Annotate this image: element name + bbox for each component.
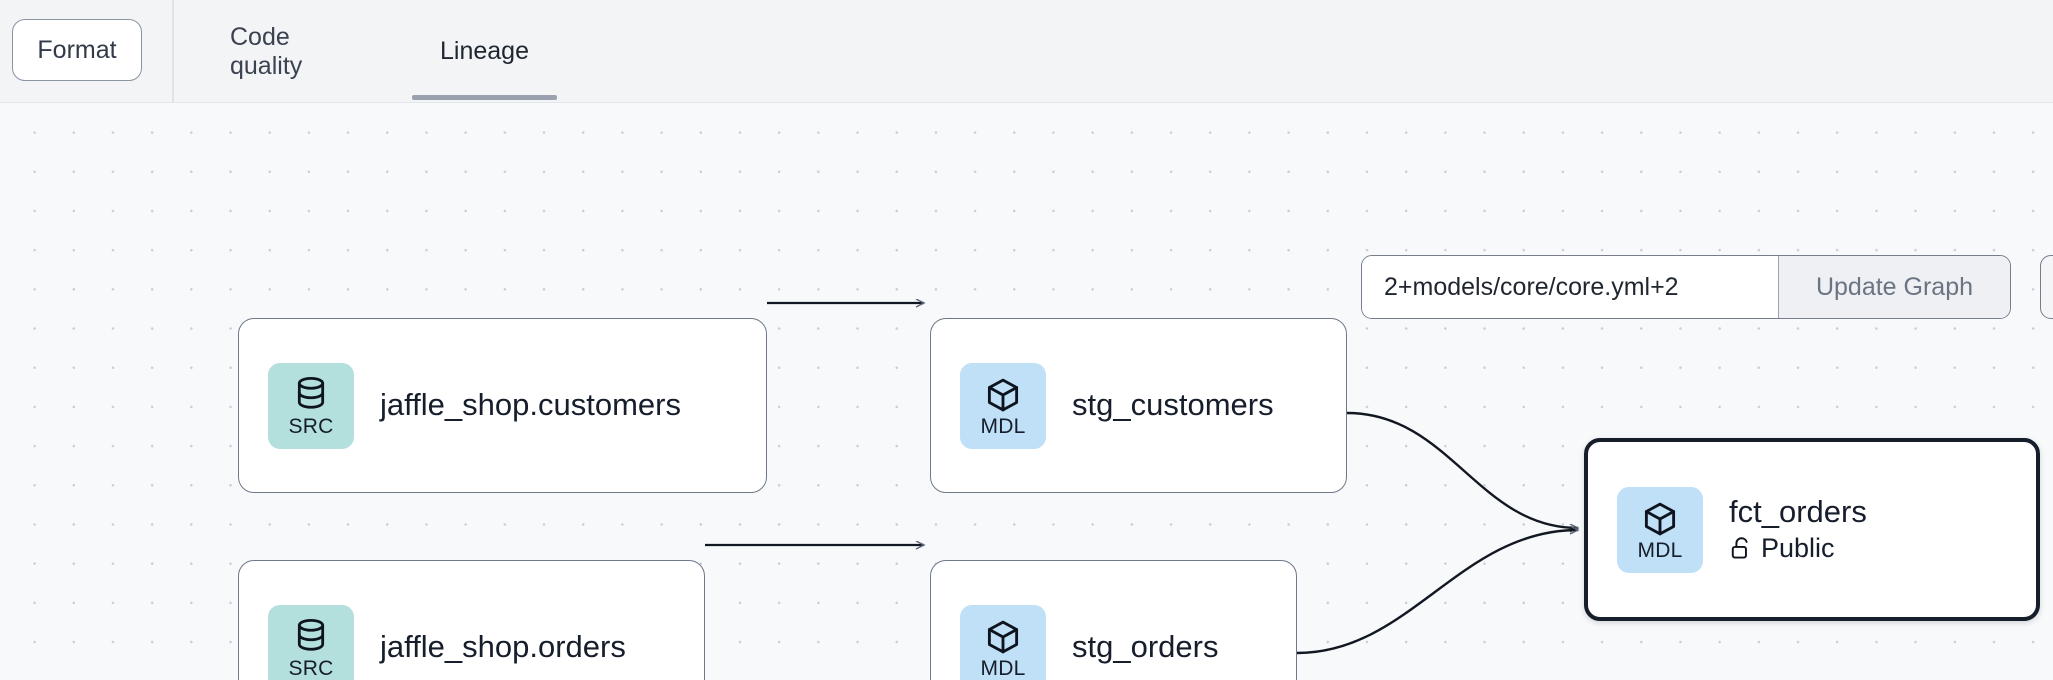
node-text: jaffle_shop.orders — [380, 629, 626, 665]
node-badge-mdl: MDL — [1617, 486, 1703, 573]
edge-stg-orders-to-fct-orders — [1296, 530, 1578, 655]
toolbar: Format Code quality Lineage — [0, 0, 2053, 103]
tab-underline — [412, 95, 557, 100]
update-graph-button[interactable]: Update Graph — [1778, 256, 2010, 318]
offscreen-panel[interactable] — [2040, 255, 2053, 319]
node-title: stg_customers — [1072, 387, 1274, 423]
node-visibility-label: Public — [1761, 532, 1835, 563]
node-badge-mdl: MDL — [960, 362, 1046, 449]
lineage-canvas[interactable]: SRC jaffle_shop.customers SRC jaffle_sh — [0, 103, 2053, 680]
node-visibility: Public — [1729, 533, 1867, 564]
database-icon — [293, 616, 329, 656]
cube-icon — [984, 374, 1022, 414]
node-title: jaffle_shop.orders — [380, 629, 626, 665]
node-title: fct_orders — [1729, 494, 1867, 530]
node-badge-label: MDL — [1637, 539, 1683, 562]
tab-code-quality-label: Code quality — [230, 22, 303, 80]
edge-stg-customers-to-fct-orders — [1346, 411, 1578, 528]
lineage-node-fct-orders[interactable]: MDL fct_orders Public — [1584, 438, 2040, 621]
tab-lineage[interactable]: Lineage — [412, 0, 557, 103]
node-text: jaffle_shop.customers — [380, 387, 681, 423]
graph-selector-group: Update Graph — [1361, 255, 2011, 319]
node-title: stg_orders — [1072, 629, 1219, 665]
lineage-node-stg-customers[interactable]: MDL stg_customers — [930, 318, 1347, 493]
database-icon — [293, 374, 329, 414]
unlock-icon — [1729, 536, 1752, 561]
tab-lineage-label: Lineage — [440, 37, 529, 65]
update-graph-button-label: Update Graph — [1815, 272, 1974, 301]
format-button[interactable]: Format — [12, 19, 142, 81]
lineage-node-src-orders[interactable]: SRC jaffle_shop.orders — [238, 560, 705, 680]
node-title: jaffle_shop.customers — [380, 387, 681, 423]
node-badge-label: SRC — [288, 657, 334, 680]
node-text: stg_orders — [1072, 629, 1219, 665]
node-text: fct_orders Public — [1729, 494, 1867, 564]
node-badge-label: SRC — [288, 415, 334, 438]
node-text: stg_customers — [1072, 387, 1274, 423]
node-badge-src: SRC — [268, 362, 354, 449]
node-badge-label: MDL — [980, 657, 1026, 680]
cube-icon — [1641, 498, 1679, 538]
graph-selector-input[interactable] — [1362, 256, 1778, 318]
node-badge-label: MDL — [980, 415, 1026, 438]
lineage-node-stg-orders[interactable]: MDL stg_orders — [930, 560, 1297, 680]
lineage-node-src-customers[interactable]: SRC jaffle_shop.customers — [238, 318, 767, 493]
toolbar-divider — [172, 0, 174, 103]
format-button-label: Format — [37, 35, 117, 64]
node-badge-mdl: MDL — [960, 604, 1046, 680]
tab-code-quality[interactable]: Code quality — [202, 0, 330, 103]
cube-icon — [984, 616, 1022, 656]
node-badge-src: SRC — [268, 604, 354, 680]
